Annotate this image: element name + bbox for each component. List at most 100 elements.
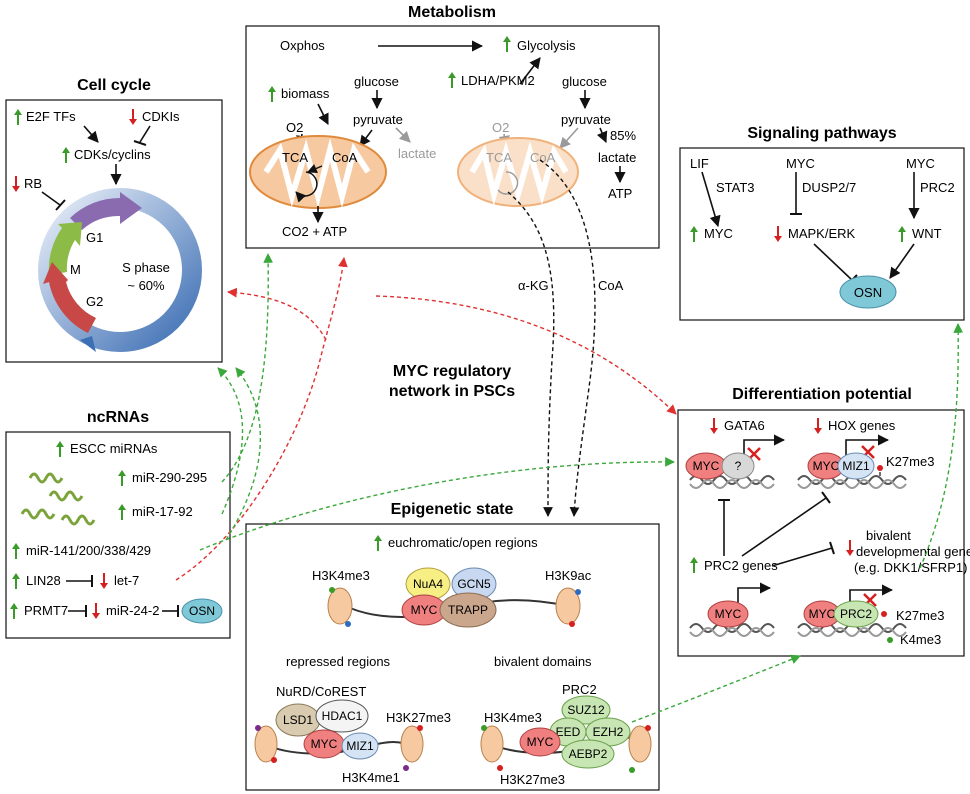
g1-arrow bbox=[70, 192, 142, 230]
bivalent3-label: (e.g. DKK1/SFRP1) bbox=[854, 560, 967, 575]
prc2-epi-label: PRC2 bbox=[562, 682, 597, 697]
oxphos-label: Oxphos bbox=[280, 38, 325, 53]
h3k4me3-bot-label: H3K4me3 bbox=[484, 710, 542, 725]
tca-right: TCA bbox=[486, 150, 512, 165]
mir290-label: miR-290-295 bbox=[132, 470, 207, 485]
co2-atp-label: CO2 + ATP bbox=[282, 224, 347, 239]
coa-left: CoA bbox=[332, 150, 358, 165]
suz12 bbox=[561, 695, 611, 725]
prc2genes-label: PRC2 genes bbox=[704, 558, 778, 573]
question-factor bbox=[721, 452, 755, 480]
center-title-line1: MYC regulatory bbox=[393, 363, 511, 380]
s-phase-pct: ~ 60% bbox=[127, 278, 165, 293]
wnt-label: WNT bbox=[912, 226, 942, 241]
osn-ncrna-label: OSN bbox=[189, 604, 215, 618]
miz1-diff-label: MIZ1 bbox=[842, 459, 870, 473]
lin28-label: LIN28 bbox=[26, 573, 61, 588]
myc-a-label: MYC bbox=[693, 459, 720, 473]
g1-label: G1 bbox=[86, 230, 103, 245]
let7-label: let-7 bbox=[114, 573, 139, 588]
prc2-sig-label: PRC2 bbox=[920, 180, 955, 195]
h3k4me3-top-label: H3K4me3 bbox=[312, 568, 370, 583]
myc-c bbox=[707, 600, 749, 628]
q-label: ? bbox=[735, 459, 742, 473]
gcn5-label: GCN5 bbox=[457, 577, 491, 591]
k4-bot-label: K4me3 bbox=[900, 632, 941, 647]
cell-cycle-content: E2F TFs CDKIs CDKs/cyclins RB G1 M G2 S … bbox=[11, 108, 202, 352]
h3k27me3-bot-label: H3K27me3 bbox=[500, 772, 565, 787]
lif-label: LIF bbox=[690, 156, 709, 171]
o2-right: O2 bbox=[492, 120, 509, 135]
bivalent2-label: developmental genes bbox=[856, 544, 970, 559]
epigenetic-title: Epigenetic state bbox=[391, 501, 514, 518]
cdks-label: CDKs/cyclins bbox=[74, 147, 151, 162]
g2-label: G2 bbox=[86, 294, 103, 309]
nucleosome-top-left bbox=[327, 587, 353, 625]
cell-cycle-title: Cell cycle bbox=[77, 77, 151, 94]
miz1-epi-label: MIZ1 bbox=[346, 739, 374, 753]
differentiation-title: Differentiation potential bbox=[732, 386, 912, 403]
pyruvate-left: pyruvate bbox=[353, 112, 403, 127]
myc-right-label: MYC bbox=[527, 735, 554, 749]
nucleosome-biv-left bbox=[480, 725, 504, 763]
pyruvate-right: pyruvate bbox=[561, 112, 611, 127]
akg-label: α-KG bbox=[518, 278, 549, 293]
k27-bot-label: K27me3 bbox=[896, 608, 944, 623]
myc-out-label: MYC bbox=[704, 226, 733, 241]
h3k4me1-label: H3K4me1 bbox=[342, 770, 400, 785]
differentiation-content: GATA6 HOX genes K27me3 MYC ? MYC MIZ1 PR… bbox=[685, 417, 970, 647]
myc-right bbox=[519, 727, 561, 757]
glycolysis-label: Glycolysis bbox=[517, 38, 576, 53]
ncrnas-title: ncRNAs bbox=[87, 409, 149, 426]
signaling-title: Signaling pathways bbox=[747, 125, 896, 142]
biomass-label: biomass bbox=[281, 86, 330, 101]
signaling-panel bbox=[679, 147, 965, 321]
metabolism-title: Metabolism bbox=[408, 4, 496, 21]
mir24-label: miR-24-2 bbox=[106, 603, 159, 618]
o2-left: O2 bbox=[286, 120, 303, 135]
nucleosome-rep-right bbox=[400, 725, 424, 763]
mitochondrion-right bbox=[457, 137, 579, 207]
coa-link-label: CoA bbox=[598, 278, 624, 293]
e2f-label: E2F TFs bbox=[26, 109, 76, 124]
tca-left: TCA bbox=[282, 150, 308, 165]
nua4-label: NuA4 bbox=[413, 577, 443, 591]
repressed-label: repressed regions bbox=[286, 654, 391, 669]
prc2-diff bbox=[833, 600, 879, 628]
signaling-content: LIF STAT3 MYC MYC DUSP2/7 MAPK/ERK MYC P… bbox=[689, 156, 955, 309]
mapk-label: MAPK/ERK bbox=[788, 226, 856, 241]
suz12-label: SUZ12 bbox=[567, 703, 605, 717]
bivalent1-label: bivalent bbox=[866, 528, 911, 543]
nurd-label: NuRD/CoREST bbox=[276, 684, 366, 699]
metabolism-content: Oxphos Glycolysis biomass glucose pyruva… bbox=[249, 35, 636, 239]
osn-ncrna bbox=[181, 598, 223, 624]
myc-top-label: MYC bbox=[411, 603, 438, 617]
escc-label: ESCC miRNAs bbox=[70, 441, 158, 456]
m-label: M bbox=[70, 262, 81, 277]
atp-right: ATP bbox=[608, 186, 632, 201]
mir17-label: miR-17-92 bbox=[132, 504, 193, 519]
miz1-epi bbox=[341, 732, 379, 760]
hdac1-label: HDAC1 bbox=[322, 709, 363, 723]
bivalent-dom-label: bivalent domains bbox=[494, 654, 592, 669]
myc1-label: MYC bbox=[786, 156, 815, 171]
glucose-left: glucose bbox=[354, 74, 399, 89]
trapp-label: TRAPP bbox=[448, 603, 488, 617]
nucleosome-top-right bbox=[555, 587, 581, 625]
ezh2-label: EZH2 bbox=[593, 725, 624, 739]
m-arrow bbox=[48, 222, 82, 275]
center-title-line2: network in PSCs bbox=[389, 383, 515, 400]
miz1-diff bbox=[837, 452, 875, 480]
nucleosome-biv-right bbox=[628, 725, 652, 763]
eed-label: EED bbox=[556, 725, 581, 739]
k27-top-label: K27me3 bbox=[886, 454, 934, 469]
gata6-label: GATA6 bbox=[724, 418, 765, 433]
hox-label: HOX genes bbox=[828, 418, 896, 433]
myc-left-label: MYC bbox=[311, 737, 338, 751]
prc2-diff-label: PRC2 bbox=[840, 607, 872, 621]
hdac1 bbox=[315, 699, 369, 733]
osn-signaling-label: OSN bbox=[854, 285, 882, 300]
mir141-label: miR-141/200/338/429 bbox=[26, 543, 151, 558]
h3k9ac-label: H3K9ac bbox=[545, 568, 592, 583]
trapp bbox=[439, 592, 497, 628]
